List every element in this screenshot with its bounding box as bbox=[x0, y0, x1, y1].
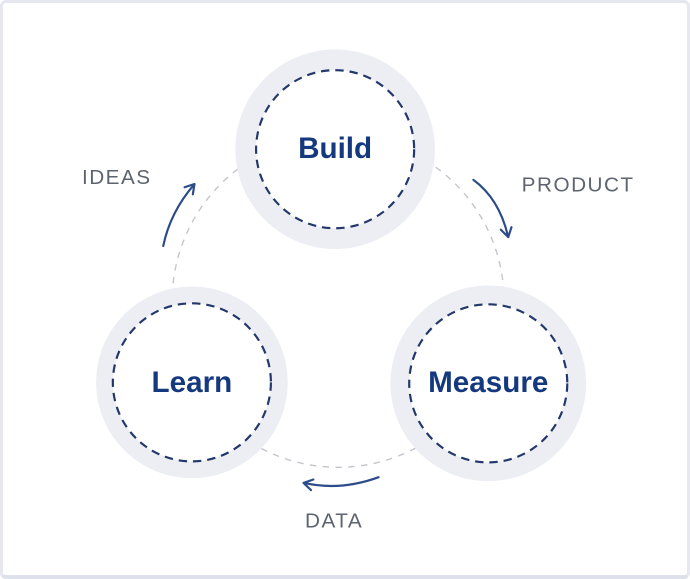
node-measure-label: Measure bbox=[428, 366, 548, 399]
node-build: Build bbox=[235, 49, 435, 249]
edge-label-ideas: IDEAS bbox=[82, 166, 152, 189]
arrow-measure-to-learn-icon bbox=[302, 476, 380, 492]
arrow-learn-to-build-icon bbox=[162, 182, 196, 248]
node-measure-dashed-border bbox=[408, 303, 569, 464]
arrow-build-to-measure-icon bbox=[472, 178, 513, 239]
edge-label-product: PRODUCT bbox=[522, 174, 635, 197]
edge-label-data: DATA bbox=[305, 510, 363, 533]
build-measure-learn-cycle-diagram: Build Learn Measure IDEAS PRODUCT DATA bbox=[82, 49, 635, 533]
node-learn-dashed-border bbox=[111, 302, 272, 463]
node-learn-label: Learn bbox=[152, 366, 233, 399]
node-learn: Learn bbox=[96, 286, 288, 479]
node-build-dashed-border bbox=[255, 69, 416, 230]
node-build-label: Build bbox=[298, 132, 372, 165]
node-measure: Measure bbox=[390, 285, 587, 482]
